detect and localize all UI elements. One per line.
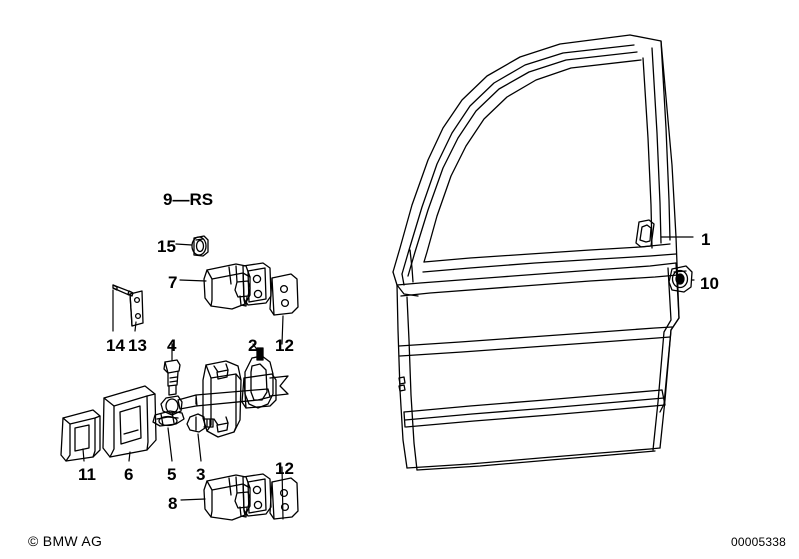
- part-10-plug-drawing: [668, 265, 693, 293]
- callout-13: 13: [128, 336, 147, 355]
- copyright-notice: © BMW AG: [28, 533, 103, 549]
- figure-number: 00005338: [731, 535, 786, 549]
- callout-8: 8: [168, 494, 178, 513]
- part-7-upper-hinge-drawing: [203, 262, 272, 310]
- part-6-cover-drawing: [102, 385, 157, 458]
- part-8-lower-hinge-drawing: [203, 473, 272, 521]
- part-5-washer-drawing: [152, 410, 185, 427]
- callout-4: 4: [167, 336, 177, 355]
- leader-lines: [82, 236, 695, 520]
- callout-9-rs: 9—RS: [163, 190, 214, 209]
- callout-15: 15: [157, 237, 176, 256]
- callout-12-lower: 12: [275, 459, 294, 478]
- callout-5: 5: [167, 465, 177, 484]
- part-14-screw-drawing: [112, 284, 134, 297]
- callout-14: 14: [106, 336, 125, 355]
- door-shell-drawing: [392, 34, 680, 471]
- callout-12-upper: 12: [275, 336, 294, 355]
- part-3-hex-bolt-drawing: [186, 413, 214, 433]
- callout-10: 10: [700, 274, 719, 293]
- callout-6: 6: [124, 465, 134, 484]
- part-15-bushing-drawing: [191, 235, 209, 257]
- part-12-shim-lower-drawing: [269, 477, 299, 520]
- callout-3: 3: [196, 465, 206, 484]
- part-11-cover-drawing: [60, 409, 101, 462]
- part-2-check-strap-drawing: [160, 347, 289, 438]
- callout-7: 7: [168, 273, 178, 292]
- callout-1: 1: [701, 230, 711, 249]
- part-12-shim-upper-drawing: [269, 273, 299, 316]
- callout-11: 11: [78, 465, 96, 484]
- callout-2: 2: [248, 336, 258, 355]
- part-13-bracket-plate-drawing: [129, 290, 144, 327]
- part-4-bolt-drawing: [163, 359, 181, 396]
